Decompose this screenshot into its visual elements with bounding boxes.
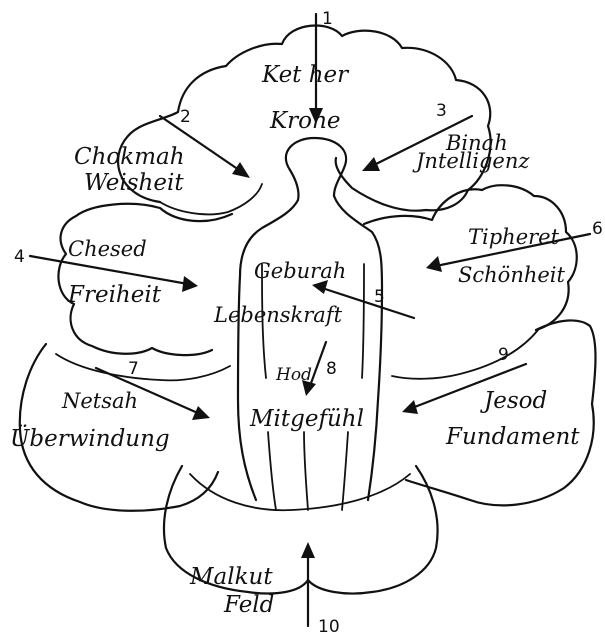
arrow-6-head bbox=[426, 256, 442, 272]
tipheret-name: Tipheret bbox=[468, 225, 560, 249]
figure-right-outline bbox=[334, 196, 382, 500]
netsah-number: 7 bbox=[128, 359, 139, 379]
tipheret-number: 6 bbox=[592, 219, 603, 239]
arrow-2-head bbox=[232, 162, 250, 178]
malkut-name: Malkut bbox=[189, 564, 273, 590]
kether-name: Ket her bbox=[261, 62, 350, 88]
chesed-number: 4 bbox=[14, 247, 25, 267]
chesed-petal-outline bbox=[58, 204, 232, 355]
hod-name: Hod bbox=[275, 365, 312, 385]
chokmah-number: 2 bbox=[180, 107, 191, 127]
geburah-meaning: Lebenskraft bbox=[213, 303, 343, 327]
hod-number: 8 bbox=[326, 359, 337, 379]
arrow-10-head bbox=[301, 542, 315, 558]
binah-meaning: Jntelligenz bbox=[412, 149, 530, 173]
jesod-petal-inner bbox=[392, 330, 538, 379]
jesod-number: 9 bbox=[498, 345, 509, 365]
chesed-meaning: Freiheit bbox=[67, 282, 162, 308]
figure-left-leg bbox=[268, 432, 276, 510]
malkut-meaning: Feld bbox=[223, 592, 274, 618]
geburah-name: Geburah bbox=[254, 259, 346, 283]
figure-right-arm bbox=[362, 264, 364, 378]
figure-crotch bbox=[304, 432, 308, 510]
arrow-8-line bbox=[310, 342, 326, 386]
binah-number: 3 bbox=[436, 101, 447, 121]
arrow-9-head bbox=[402, 400, 418, 414]
jesod-name: Jesod bbox=[480, 388, 547, 414]
tipheret-petal-outline bbox=[364, 185, 577, 330]
figure-left-outline bbox=[238, 170, 299, 500]
hod-meaning: Mitgefühl bbox=[249, 406, 364, 432]
kether-number: 1 bbox=[322, 9, 333, 29]
kether-meaning: Krone bbox=[269, 108, 340, 134]
netsah-petal-inner bbox=[56, 354, 230, 380]
malkut-cup-rim bbox=[190, 474, 410, 510]
malkut-number: 10 bbox=[318, 617, 340, 636]
tipheret-meaning: Schönheit bbox=[458, 263, 566, 287]
jesod-meaning: Fundament bbox=[445, 424, 580, 450]
netsah-meaning: Überwindung bbox=[10, 425, 170, 452]
figure-right-leg bbox=[342, 432, 348, 510]
geburah-number: 5 bbox=[374, 287, 385, 307]
chokmah-name: Chokmah bbox=[74, 144, 185, 170]
chesed-name: Chesed bbox=[68, 237, 147, 261]
arrow-4-head bbox=[182, 276, 198, 292]
arrow-7-head bbox=[192, 406, 210, 420]
netsah-name: Netsah bbox=[61, 389, 138, 413]
chokmah-meaning: Weisheit bbox=[84, 170, 184, 196]
